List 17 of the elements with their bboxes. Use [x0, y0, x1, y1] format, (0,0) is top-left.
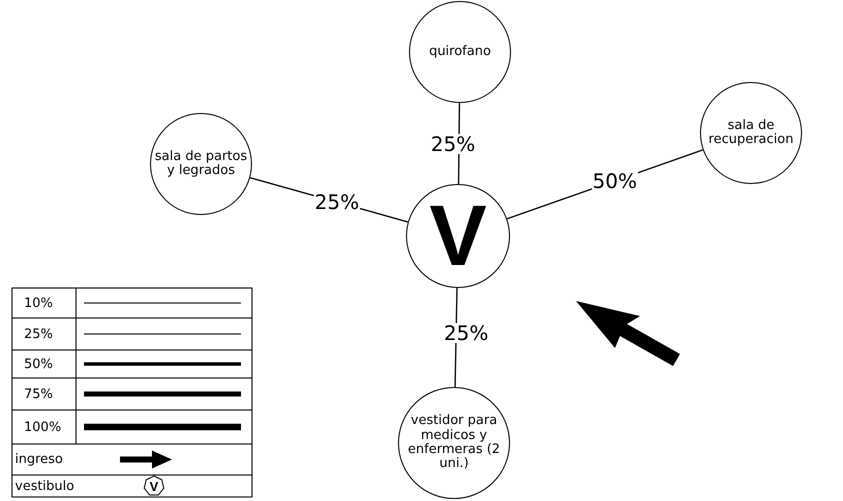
- legend-label: vestibulo: [15, 478, 74, 494]
- edge-label: 25%: [430, 134, 476, 154]
- legend-label: 10%: [24, 296, 53, 310]
- edge-label: 25%: [442, 322, 490, 343]
- edge-label: 50%: [592, 170, 638, 191]
- legend-label: 75%: [24, 386, 53, 402]
- vestibule-letter: V: [150, 478, 158, 494]
- room-name: sala de partos y legrados: [154, 150, 248, 178]
- room-name: sala de recuperacion: [708, 118, 794, 148]
- edge-label: 25%: [314, 192, 360, 212]
- vestibule-letter: V: [429, 188, 487, 284]
- legend-label: 50%: [24, 356, 53, 372]
- legend-label: ingreso: [15, 452, 63, 467]
- room-name: vestidor para medicos y enfermeras (2 uni.): [406, 414, 502, 472]
- room-name: quirofano: [429, 44, 491, 60]
- legend-label: 100%: [24, 420, 62, 434]
- legend-label: 25%: [24, 326, 53, 342]
